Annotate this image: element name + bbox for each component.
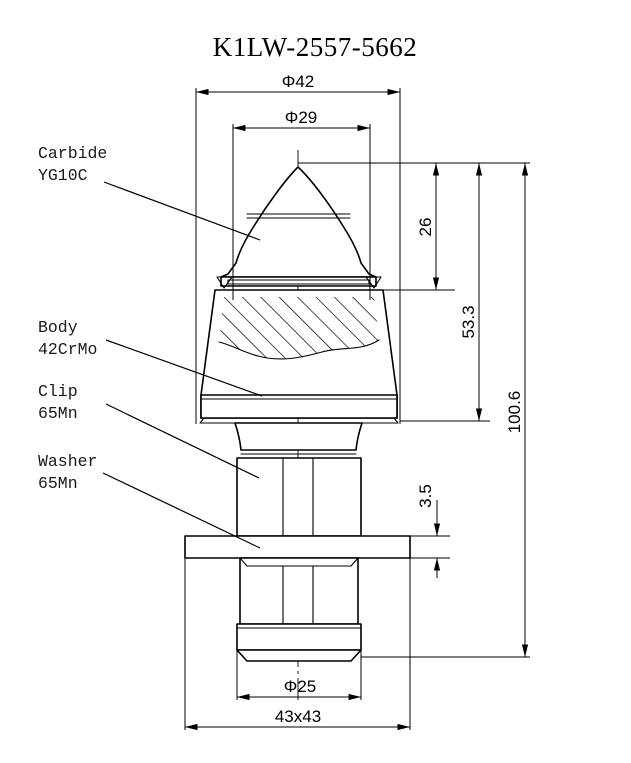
dim-label-h533: 53.3	[459, 305, 478, 338]
shank-end-chamfer	[236, 649, 362, 662]
shank-neck	[234, 422, 363, 451]
callout-washer-name: Washer	[38, 452, 97, 471]
dim-label-h1006: 100.6	[505, 391, 524, 434]
dim-label-sq43: 43x43	[275, 707, 321, 726]
body-flange	[200, 394, 398, 419]
leader-line-carbide	[103, 181, 261, 241]
callout-clip-material: 65Mn	[38, 404, 78, 423]
dim-label-dia25: Φ25	[284, 677, 316, 696]
seat-left-wedge	[216, 276, 233, 289]
callout-group: Carbide YG10C Body 42CrMo Clip 65Mn Wash…	[38, 144, 263, 549]
bottom-dimension-group: Φ25 43x43	[184, 558, 411, 731]
right-dimension-group: 26 53.3 100.6 3.5	[298, 162, 530, 658]
clip-sleeve	[236, 457, 362, 537]
callout-body-name: Body	[38, 318, 78, 337]
callout-carbide-material: YG10C	[38, 166, 88, 185]
leader-line-body	[105, 339, 263, 397]
callout-body-material: 42CrMo	[38, 340, 97, 359]
lower-shank-top-chamfer	[239, 557, 359, 567]
carbide-seat-band	[220, 276, 377, 287]
page-title: K1LW-2557-5662	[213, 32, 417, 62]
dim-label-dia42: Φ42	[282, 72, 314, 91]
leader-line-washer	[102, 472, 261, 549]
callout-clip-name: Clip	[38, 382, 78, 401]
top-dimension-group: Φ42 Φ29	[195, 72, 401, 424]
dim-label-dia29: Φ29	[285, 108, 317, 127]
lower-shank	[239, 557, 359, 625]
part-geometry	[184, 166, 411, 662]
callout-washer-material: 65Mn	[38, 474, 78, 493]
dim-label-t35: 3.5	[416, 484, 435, 508]
dim-label-h26: 26	[416, 218, 435, 237]
washer-plate	[184, 535, 411, 559]
section-break-line	[218, 339, 380, 360]
leader-line-clip	[105, 403, 260, 479]
carbide-tip-outline	[220, 166, 377, 278]
callout-carbide-name: Carbide	[38, 144, 107, 163]
